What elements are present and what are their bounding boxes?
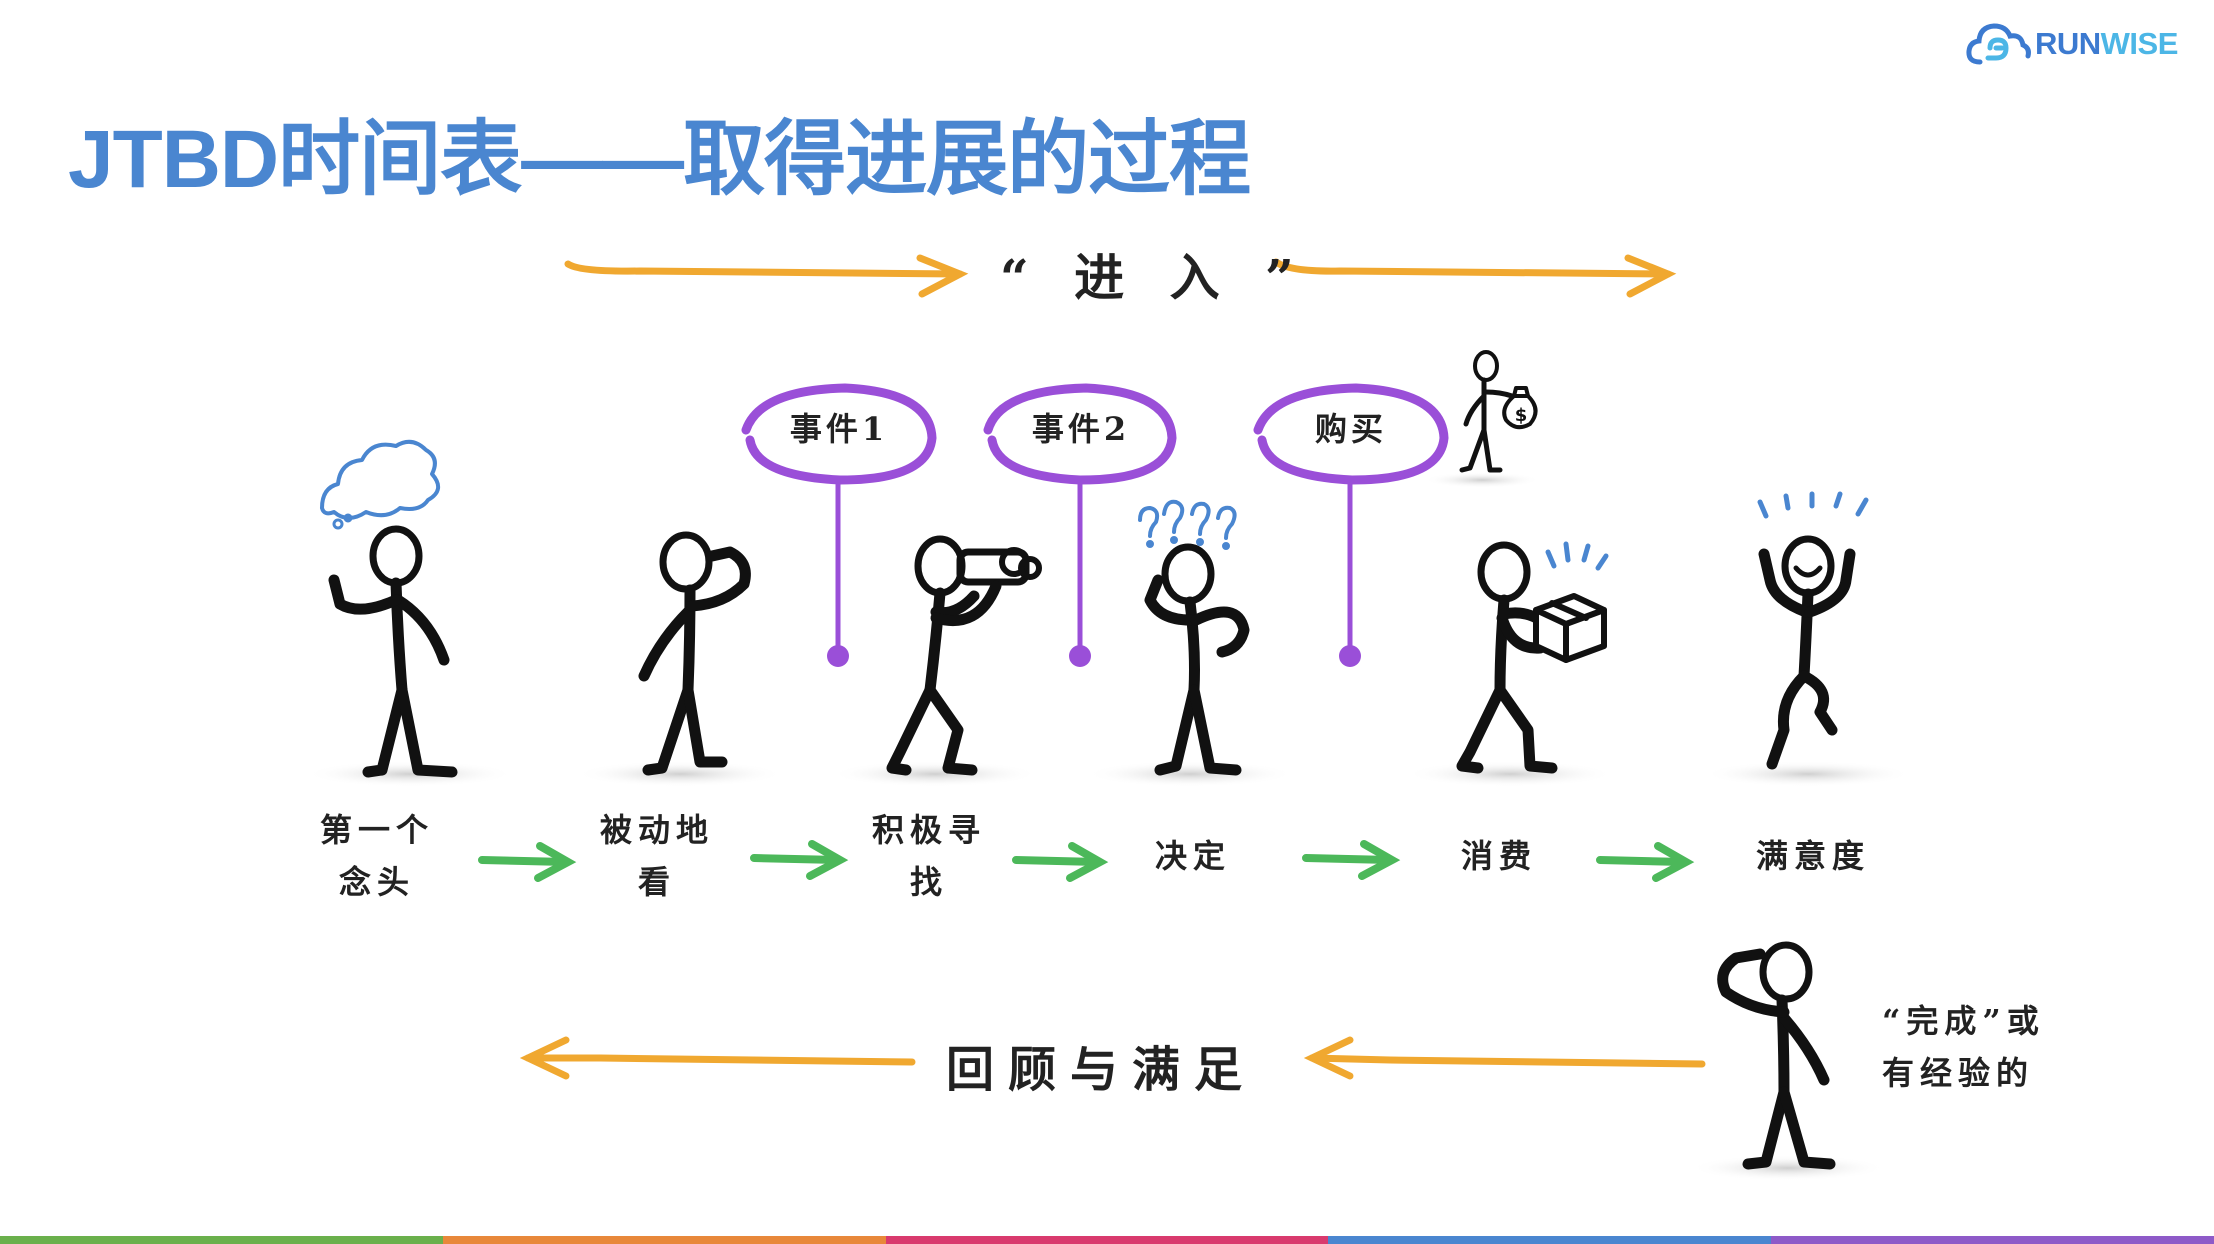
bar-segment-green xyxy=(0,1236,443,1244)
green-arrow-5 xyxy=(1596,842,1695,882)
runwise-logo xyxy=(1966,18,2166,74)
done-figure-icon xyxy=(1717,941,1836,1170)
logo-run: RUN xyxy=(2035,26,2101,61)
review-arrow-left xyxy=(519,1036,916,1080)
stage-label-1: 第一个 念头 xyxy=(292,804,462,908)
thinking-figure-icon xyxy=(320,439,458,778)
stage-label-5-line1: 消费 xyxy=(1460,837,1537,875)
review-arrow-right xyxy=(1303,1036,1706,1080)
stage-label-3-line1: 积极寻 xyxy=(871,811,986,849)
enter-arrow-right xyxy=(1272,254,1677,298)
cloud-logo-icon xyxy=(1966,23,2031,65)
stage-label-3-line2: 找 xyxy=(909,863,948,901)
ground-shadows xyxy=(306,472,1912,1181)
bar-segment-pink xyxy=(885,1236,1329,1244)
binoculars-figure-icon xyxy=(886,535,1042,776)
confused-figure-icon xyxy=(1138,499,1250,776)
stage-label-5: 消费 xyxy=(1414,830,1584,882)
stage-label-1-line2: 念头 xyxy=(338,863,415,901)
slide-title: JTBD时间表——取得进展的过程 xyxy=(68,114,1251,205)
stage-label-2-line1: 被动地 xyxy=(599,811,714,849)
event-label-1: 事件1 xyxy=(789,410,889,448)
bar-segment-orange xyxy=(442,1236,886,1244)
money-bag-figure-icon: $ xyxy=(1459,350,1538,473)
logo-wise: WISE xyxy=(2100,26,2179,61)
done-label-line1: “完成”或 xyxy=(1882,1002,2045,1040)
looking-figure-icon xyxy=(638,531,751,776)
stage-label-3: 积极寻 找 xyxy=(844,804,1014,908)
event-label-2: 事件2 xyxy=(1031,410,1131,448)
bar-segment-purple xyxy=(1771,1236,2214,1244)
stage-label-6-line1: 满意度 xyxy=(1755,837,1870,875)
stage-label-1-line1: 第一个 xyxy=(319,811,434,849)
stage-label-4-line1: 决定 xyxy=(1154,837,1231,875)
green-arrow-2 xyxy=(750,840,849,880)
event-label-3: 购买 xyxy=(1314,410,1387,448)
happy-figure-icon xyxy=(1757,491,1869,770)
stage-label-6: 满意度 xyxy=(1728,830,1898,882)
enter-arrow-left xyxy=(564,254,969,298)
event-bubble-2 xyxy=(983,383,1177,667)
bar-segment-blue xyxy=(1328,1236,1772,1244)
green-arrow-1 xyxy=(478,842,577,882)
event-bubble-3 xyxy=(1253,383,1449,667)
done-label: “完成”或 有经验的 xyxy=(1882,995,2082,1099)
logo-wordmark: RUNWISE xyxy=(2035,26,2178,62)
stage-label-2: 被动地 看 xyxy=(572,804,742,908)
stage-label-2-line2: 看 xyxy=(637,863,676,901)
stage-label-4: 决定 xyxy=(1108,830,1278,882)
event-bubble-1 xyxy=(741,383,937,667)
review-label: 回顾与满足 xyxy=(946,1042,1257,1098)
green-arrow-3 xyxy=(1012,842,1109,882)
svg-text:$: $ xyxy=(1515,405,1528,426)
green-arrow-4 xyxy=(1302,840,1401,880)
enter-label: “ 进 入 ” xyxy=(1000,248,1308,307)
done-label-line2: 有经验的 xyxy=(1882,1054,2035,1092)
box-figure-icon xyxy=(1456,541,1609,774)
bottom-color-bar xyxy=(0,1236,2214,1244)
